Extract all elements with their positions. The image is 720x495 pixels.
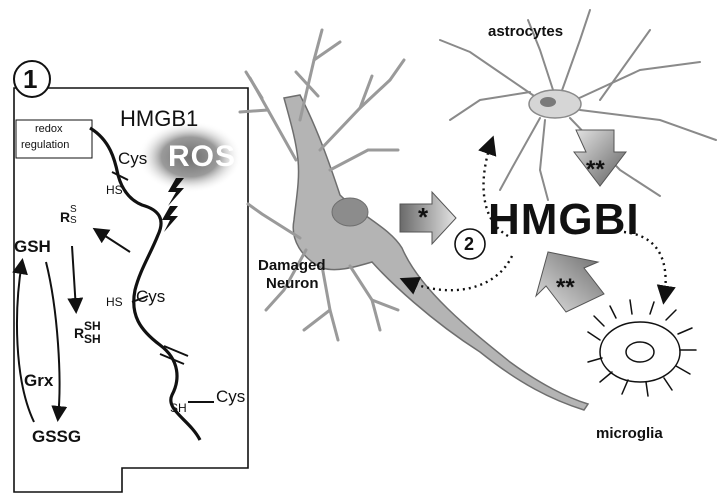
damaged-neuron [283, 94, 590, 411]
neuron-nucleus [331, 197, 369, 227]
hs-label-1: HS [106, 183, 123, 197]
damaged-label-line1: Damaged [258, 257, 326, 274]
gssg-label: GSSG [32, 427, 82, 446]
gsh-label: GSH [14, 237, 51, 256]
arrow-gssg-to-gsh [12, 258, 35, 423]
microglia-cell [599, 321, 681, 383]
redox-regulation-box [15, 119, 93, 159]
cys-label-3: Cys [216, 387, 246, 406]
gradient-arrow-right [399, 190, 457, 246]
asterisk-double-up: ** [556, 274, 575, 301]
dotted-arrow-to-microglia [623, 230, 676, 305]
gradient-arrow-up [535, 251, 605, 313]
grx-label: Grx [24, 371, 54, 390]
hmgb1-label: HMGB1 [120, 106, 199, 131]
lightning-bolt-icon [168, 178, 184, 206]
hmgbi-label: HMGBI [488, 195, 640, 244]
redox-label-line1: redox [35, 123, 63, 135]
microglia-processes [587, 299, 697, 397]
neuron-dendrites [238, 28, 406, 342]
gradient-arrow-down [572, 129, 628, 187]
arrow-gsh-to-gssg [45, 261, 68, 422]
arrow-to-rs [92, 227, 131, 253]
ros-label: ROS [168, 140, 237, 173]
panel2-number-circle [454, 228, 486, 260]
redox-label-line2: regulation [21, 139, 70, 151]
hmgb1-strand [89, 126, 202, 441]
panel1-number: 1 [23, 64, 38, 94]
astrocytes-label: astrocytes [488, 23, 564, 40]
cys-label-2: Cys [136, 287, 166, 306]
cys-label-1: Cys [118, 149, 148, 168]
neuron-label-line2: Neuron [266, 275, 319, 292]
arrow-to-rsh [67, 245, 84, 314]
sh-label: SH [170, 401, 187, 415]
lightning-bolt-icon [162, 206, 178, 232]
asterisk-double-down: ** [586, 156, 605, 183]
ros-glow [138, 121, 242, 193]
asterisk-single: * [418, 202, 429, 232]
dotted-arrow-to-neuron [399, 255, 514, 295]
hs-label-2: HS [106, 295, 123, 309]
microglia-label: microglia [596, 425, 663, 442]
panel1-number-circle [13, 60, 51, 98]
panel2-number: 2 [464, 234, 475, 254]
